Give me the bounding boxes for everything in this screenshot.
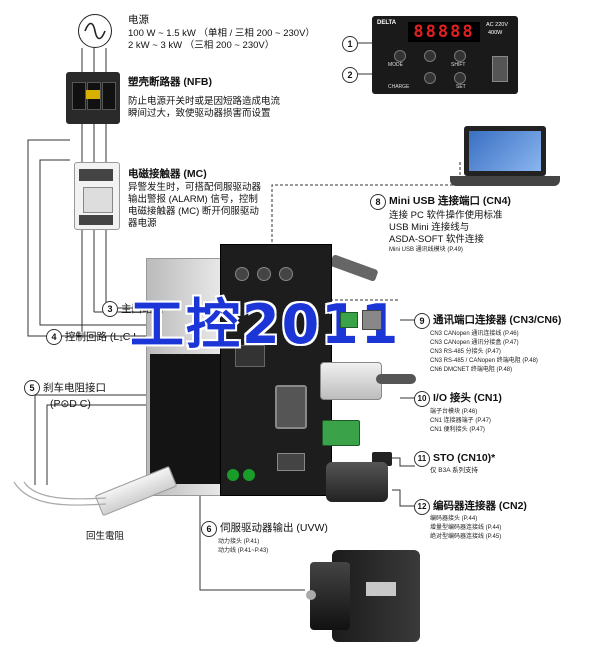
callout-9-desc-3: CN3 RS-485 分接头 (P.47) <box>430 349 501 355</box>
callout-8-desc-4: Mini USB 通讯线模块 (P.49) <box>389 247 463 253</box>
mode-button[interactable] <box>394 50 406 62</box>
callout-6-desc-1: 动力接头 (P.41) <box>218 539 260 545</box>
shift-button[interactable] <box>454 50 466 62</box>
callout-5-badge: 5 <box>24 380 40 396</box>
set-label: SET <box>456 84 466 90</box>
callout-6-title: 伺服驱动器输出 (UVW) <box>220 522 328 534</box>
resistor-leads <box>13 481 107 506</box>
power-spec-1: 100 W ~ 1.5 kW （单相 / 三相 200 ~ 230V） <box>128 28 315 39</box>
callout-5-sub: (P⊙D C) <box>50 398 91 410</box>
callout-8-badge: 8 <box>370 194 386 210</box>
callout-9-desc-5: CN6 DMCNET 终端电阻 (P.48) <box>430 367 513 373</box>
mc-desc-3: 电磁接触器 (MC) 断开伺服驱动 <box>128 206 259 217</box>
io-cable-image <box>376 374 416 384</box>
callout-8-desc-2: USB Mini 连接线与 <box>389 222 470 233</box>
callout-11-badge: 11 <box>414 451 430 467</box>
laptop-image <box>450 126 560 194</box>
down-button[interactable] <box>424 72 436 84</box>
delta-logo: DELTA <box>377 20 397 26</box>
callout-8-desc-3: ASDA-SOFT 软件连接 <box>389 234 484 245</box>
nfb-title: 塑壳断路器 (NFB) <box>128 76 212 88</box>
callout-6-desc-2: 动力线 (P.41~P.43) <box>218 548 269 554</box>
up-button[interactable] <box>424 50 436 62</box>
callout-9-desc-1: CN3 CANopen 通讯连接线 (P.46) <box>430 331 519 337</box>
mc-desc-2: 输出警报 (ALARM) 信号，控制 <box>128 194 258 205</box>
callout-12-desc-3: 绝对型编码器连接线 (P.45) <box>430 534 502 540</box>
nfb-desc-2: 瞬间过大，致使驱动器损害而设置 <box>128 108 271 119</box>
callout-8-title: Mini USB 连接端口 (CN4) <box>389 195 511 207</box>
callout-9-desc-2: CN3 CANopen 通讯分接盒 (P.47) <box>430 340 519 346</box>
usb-port-icon <box>492 56 508 82</box>
ac-power-icon <box>78 14 112 48</box>
power-title: 电源 <box>128 14 149 26</box>
set-button[interactable] <box>454 72 466 84</box>
terminal-block-image <box>322 420 360 446</box>
callout-12-desc-1: 编码器接头 (P.44) <box>430 516 478 522</box>
callout-8-desc-1: 连接 PC 软件操作使用标准 <box>389 210 503 221</box>
callout-10-desc-2: CN1 连接器端子 (P.47) <box>430 418 491 424</box>
callout-9-desc-4: CN3 RS-485 / CANopen 终端电阻 (P.48) <box>430 358 538 364</box>
callout-1-badge: 1 <box>342 36 358 52</box>
callout-2-badge: 2 <box>342 67 358 83</box>
led-display: 88888 <box>408 22 480 42</box>
comm-connector-image <box>340 308 400 330</box>
callout-10-title: I/O 接头 (CN1) <box>433 392 502 404</box>
power-spec-2: 2 kW ~ 3 kW （三相 200 ~ 230V） <box>128 40 275 51</box>
operation-panel: DELTA 88888 AC 220V 400W MODE SHIFT SET … <box>372 16 518 94</box>
callout-11-title: STO (CN10)* <box>433 452 496 464</box>
callout-12-title: 编码器连接器 (CN2) <box>433 500 527 512</box>
io-connector-image <box>320 362 382 400</box>
callout-4-badge: 4 <box>46 329 62 345</box>
mc-desc-1: 异警发生时，可搭配伺服驱动器 <box>128 182 262 193</box>
callout-10-desc-1: 端子台模块 (P.46) <box>430 409 478 415</box>
callout-12-desc-2: 增量型编码器连接线 (P.44) <box>430 525 502 531</box>
callout-5-title: 刹车电阻接口 <box>43 382 106 394</box>
nfb-breaker-image <box>66 72 120 124</box>
nfb-desc-1: 防止电源开关时或是因短路造成电流 <box>128 96 281 107</box>
callout-9-badge: 9 <box>414 313 430 329</box>
mc-desc-4: 器电源 <box>128 218 157 229</box>
mc-contactor-image <box>74 162 120 230</box>
mode-label: MODE <box>388 62 403 68</box>
servo-drive-image <box>146 244 332 496</box>
shift-label: SHIFT <box>451 62 466 68</box>
callout-9-title: 通讯端口连接器 (CN3/CN6) <box>433 314 562 326</box>
callout-10-badge: 10 <box>414 391 430 407</box>
spec-label-2: 400W <box>488 30 503 36</box>
callout-3-label: 主回路端 <box>121 303 163 315</box>
resistor-label: 回生電阻 <box>86 531 125 542</box>
callout-3-badge: 3 <box>102 301 118 317</box>
callout-10-desc-3: CN1 便利接头 (P.47) <box>430 427 485 433</box>
callout-11-desc-1: 仅 B3A 系列支持 <box>430 467 479 474</box>
mc-title: 电磁接触器 (MC) <box>128 168 207 180</box>
charge-label: CHARGE <box>388 84 410 90</box>
servo-motor-image <box>306 542 424 652</box>
callout-6-badge: 6 <box>201 521 217 537</box>
spec-label-1: AC 220V <box>486 22 509 28</box>
callout-12-badge: 12 <box>414 499 430 515</box>
callout-4-label: 控制回路 (L₁C L <box>65 331 140 343</box>
encoder-connector-image <box>326 462 388 502</box>
